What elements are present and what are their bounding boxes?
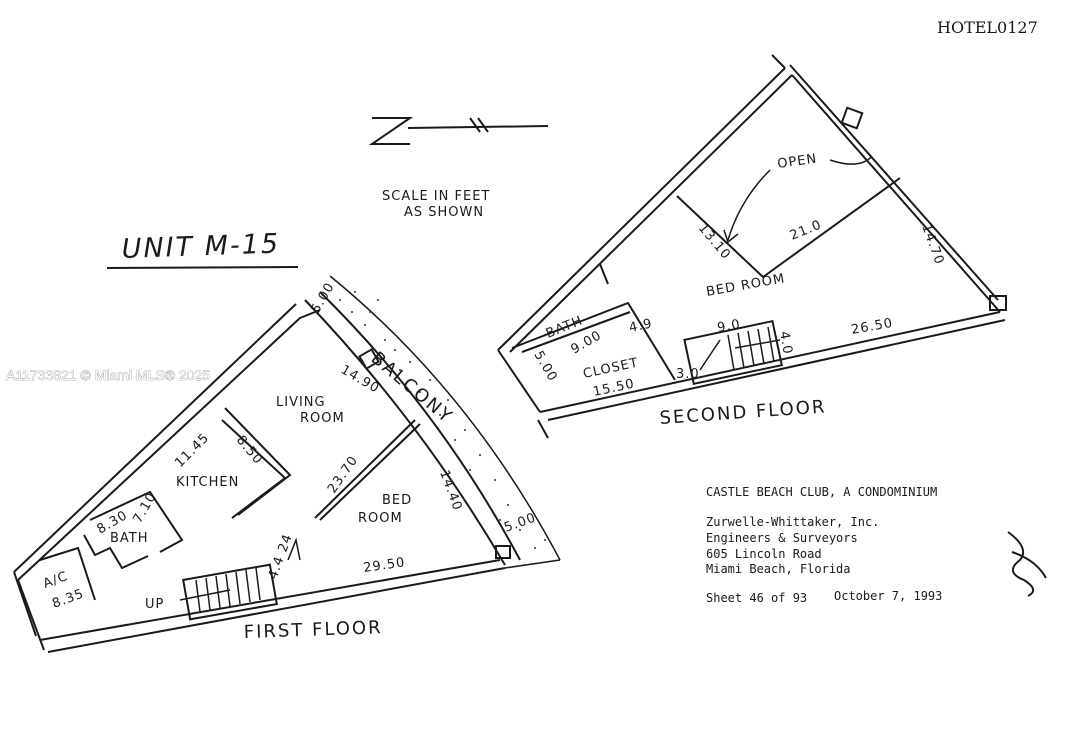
first-floor-kitchen-label: KITCHEN (176, 475, 239, 490)
scale-note-line-1: SCALE IN FEET (382, 189, 490, 204)
first-floor-dim-overall: 29.50 (362, 555, 406, 576)
second-floor-title: SECOND FLOOR (659, 396, 827, 429)
first-floor-dim-balcony-bottom: 5.00 (502, 510, 538, 535)
title-block-firm: Zurwelle-Whittaker, Inc. (706, 515, 879, 529)
mls-watermark: A11733821 © Miami MLS® 2025 (6, 367, 210, 383)
second-floor-dim-stair-w: 9.0 (716, 317, 742, 336)
second-floor-bedroom-label: BED ROOM (705, 271, 786, 300)
first-floor-dim-stair: 4.4 24 (266, 532, 296, 582)
second-floor-dim-side: 14.70 (918, 222, 947, 267)
title-block-address: 605 Lincoln Road (706, 547, 822, 561)
north-arrow-icon (368, 117, 549, 145)
scale-note-line-2: AS SHOWN (404, 205, 484, 220)
first-floor-dim-kitchen-b: 8.50 (233, 433, 266, 468)
second-floor-dim-stair-h: 3.0 (676, 367, 700, 382)
document-id: HOTEL0127 (937, 18, 1038, 37)
first-floor-living-label-1: LIVING (276, 395, 326, 410)
first-floor-dim-balcony-top: 5.00 (308, 280, 337, 316)
title-block-role: Engineers & Surveyors (706, 531, 858, 545)
first-floor-living-label-2: ROOM (300, 411, 345, 426)
second-floor-open-label: OPEN (776, 152, 818, 172)
second-floor-dim-closet-gap: 4.9 (628, 316, 654, 336)
first-floor-plan (13, 275, 561, 653)
first-floor-up-label: UP (145, 597, 164, 612)
first-floor-dim-ac: 8.35 (50, 586, 86, 611)
first-floor-bed-label-2: ROOM (358, 511, 403, 526)
second-floor-dim-open-b: 21.0 (788, 217, 824, 243)
first-floor-bed-label-1: BED (382, 493, 412, 508)
second-floor-dim-overall: 26.50 (850, 316, 894, 338)
title-block-project: CASTLE BEACH CLUB, A CONDOMINIUM (706, 485, 937, 499)
title-block-sheet: Sheet 46 of 93 (706, 591, 807, 605)
first-floor-bath-label: BATH (110, 531, 149, 546)
first-floor-dim-kitchen-a: 11.45 (172, 430, 212, 470)
second-floor-dim-bath-a: 5.00 (531, 349, 560, 385)
signature-scribble-icon (1007, 531, 1047, 597)
first-floor-dim-bath-b: 7.10 (130, 490, 159, 526)
first-floor-title: FIRST FLOOR (243, 617, 383, 643)
unit-title-underline (106, 266, 299, 269)
second-floor-dim-stair-r: 4.0 (776, 330, 795, 356)
first-floor-dim-bed-width: 14.40 (436, 468, 465, 513)
title-block-date: October 7, 1993 (834, 589, 942, 603)
first-floor-ac-label: A/C (41, 569, 70, 592)
unit-title: UNIT M-15 (121, 228, 280, 265)
second-floor-plan (497, 54, 1007, 439)
title-block-city: Miami Beach, Florida (706, 562, 851, 576)
